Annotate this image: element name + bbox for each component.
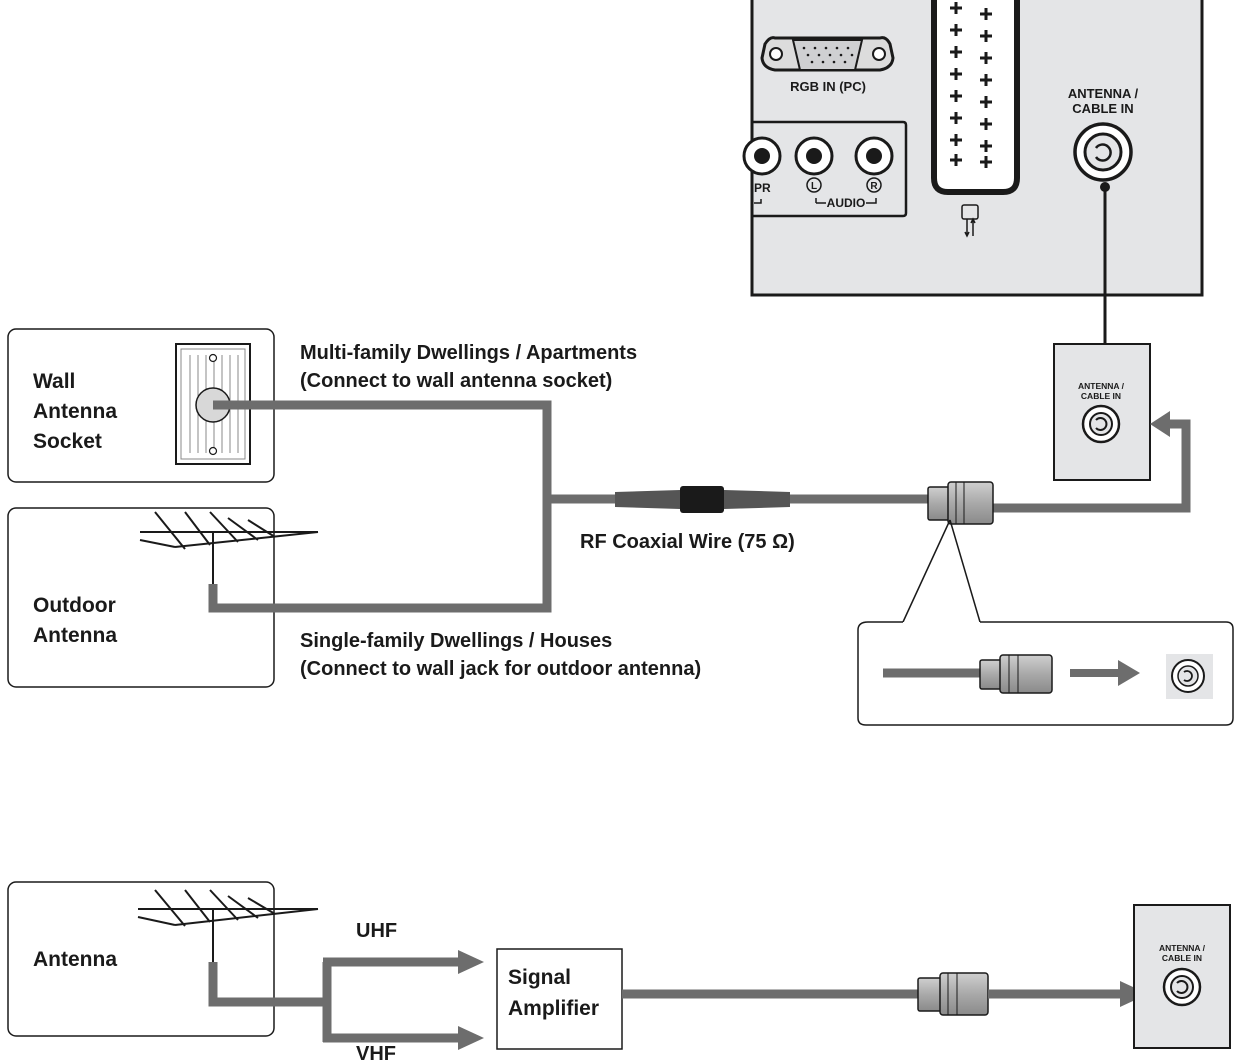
- tv-antenna-label-line1: ANTENNA /: [1068, 86, 1139, 101]
- wall-jack-plate: ANTENNA / CABLE IN: [1053, 343, 1151, 481]
- vhf-arrow-icon: [458, 1026, 484, 1050]
- tv-rear-panel: RGB IN (PC) PR L R AUDIO: [742, 0, 1204, 297]
- bottom-jack-label-line1: ANTENNA /: [1159, 943, 1206, 953]
- bottom-antenna-label: Antenna: [33, 948, 117, 971]
- pr-jack-icon: [742, 136, 782, 176]
- amplifier-label-line2: Amplifier: [508, 997, 599, 1020]
- audio-left-circle: [806, 177, 822, 193]
- bottom-coax-plug-icon: [917, 972, 989, 1016]
- single-family-caption-line2: (Connect to wall jack for outdoor antenn…: [300, 658, 701, 680]
- outdoor-antenna-label-line2: Antenna: [33, 624, 117, 647]
- multi-family-caption-line1: Multi-family Dwellings / Apartments: [300, 342, 637, 364]
- audio-left-jack-icon: [794, 136, 834, 176]
- uhf-arrow-icon: [458, 950, 484, 974]
- tv-antenna-input-icon: [1073, 122, 1133, 182]
- amplifier-label-line1: Signal: [508, 966, 571, 989]
- plug-detail-callout: [857, 621, 1234, 726]
- wall-socket-label-line1: Wall: [33, 370, 75, 393]
- callout-arrow-icon: [1118, 660, 1140, 686]
- coax-wire-label: RF Coaxial Wire (75 Ω): [580, 531, 795, 553]
- audio-right-circle: [866, 177, 882, 193]
- bottom-antenna-box: Antenna: [7, 881, 319, 1037]
- wall-to-outdoor-wire: [208, 400, 552, 613]
- bottom-antenna-icon: [137, 889, 319, 968]
- rgb-port-icon: [760, 36, 895, 72]
- scart-port-icon: [931, 0, 1020, 195]
- signal-amplifier-box: Signal Amplifier: [496, 948, 623, 1050]
- audio-label: AUDIO: [827, 196, 866, 210]
- pr-label: PR: [754, 181, 771, 195]
- jack-arrow-icon: [1150, 411, 1170, 437]
- ferrite-core-icon: [615, 486, 790, 513]
- uhf-label: UHF: [356, 920, 397, 942]
- wall-jack-label-line2: CABLE IN: [1081, 391, 1121, 401]
- audio-right-label: R: [870, 181, 878, 192]
- multi-family-caption-line2: (Connect to wall antenna socket): [300, 370, 612, 392]
- audio-right-jack-icon: [854, 136, 894, 176]
- coax-wire-to-jack: [990, 419, 1191, 513]
- single-family-caption-line1: Single-family Dwellings / Houses: [300, 630, 612, 652]
- bottom-jack-label-line2: CABLE IN: [1162, 953, 1202, 963]
- rgb-port-label: RGB IN (PC): [790, 79, 866, 94]
- wall-socket-label-line2: Antenna: [33, 400, 117, 423]
- wall-jack-label-line1: ANTENNA /: [1078, 381, 1125, 391]
- callout-jack-icon: [1166, 654, 1213, 699]
- outdoor-antenna-label-line1: Outdoor: [33, 594, 116, 617]
- bottom-wall-jack-plate: ANTENNA / CABLE IN: [1133, 904, 1231, 1049]
- coax-plug-icon: [927, 481, 994, 525]
- outdoor-antenna-icon: [139, 511, 319, 590]
- scart-symbol-icon: [961, 204, 979, 238]
- wall-socket-label-line3: Socket: [33, 430, 102, 453]
- antenna-down-wire: [208, 962, 327, 1007]
- audio-left-label: L: [811, 181, 817, 192]
- outdoor-antenna-box: Outdoor Antenna: [7, 507, 319, 688]
- tv-antenna-label-line2: CABLE IN: [1072, 101, 1133, 116]
- vhf-label: VHF: [356, 1043, 396, 1063]
